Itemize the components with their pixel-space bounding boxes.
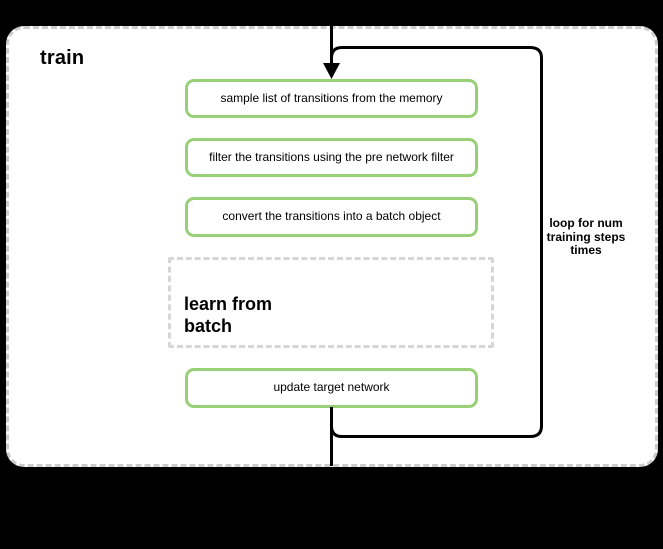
step-label: sample list of transitions from the memo… — [220, 90, 443, 105]
loop-label: loop for num training steps times — [546, 216, 626, 258]
step-label: filter the transitions using the pre net… — [209, 149, 454, 164]
step-label: convert the transitions into a batch obj… — [222, 209, 441, 224]
learn-from-batch-box: learn from batch — [168, 257, 494, 348]
step-box-filter-transitions: filter the transitions using the pre net… — [185, 138, 478, 177]
step-box-update-target-network: update target network — [185, 368, 478, 408]
step-box-sample-transitions: sample list of transitions from the memo… — [185, 79, 478, 118]
learn-from-batch-label: learn from batch — [184, 293, 273, 337]
train-title: train — [40, 47, 85, 69]
step-box-convert-batch: convert the transitions into a batch obj… — [185, 197, 478, 237]
step-label: update target network — [273, 380, 390, 395]
